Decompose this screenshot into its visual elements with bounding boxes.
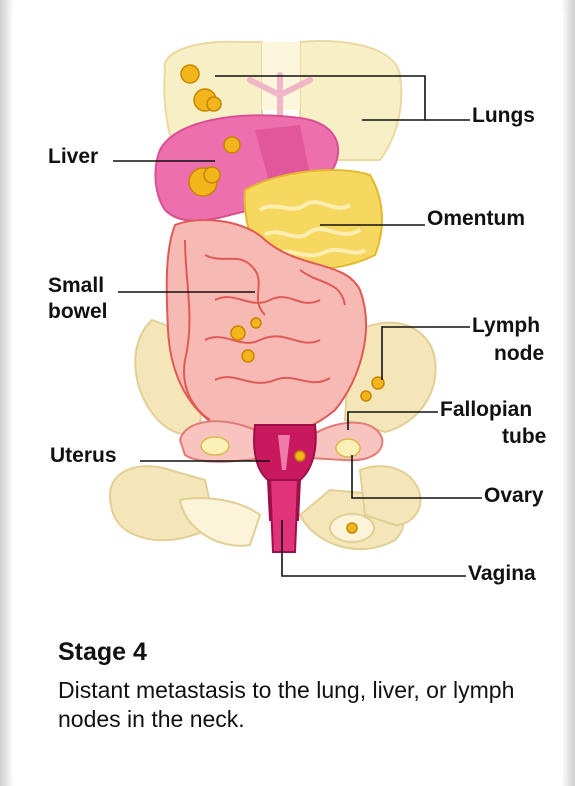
label-lymph-node-line1: Lymph [472,314,540,338]
label-small-bowel-line2: bowel [48,300,108,324]
label-fallopian-line1: Fallopian [440,398,532,422]
label-vagina: Vagina [468,562,536,586]
label-ovary: Ovary [484,484,544,508]
label-small-bowel-line1: Small [48,274,104,298]
caption-title: Stage 4 [58,638,147,667]
label-lungs: Lungs [472,104,535,128]
label-fallopian-line2: tube [502,425,546,449]
uterus-organ [254,425,316,552]
label-uterus: Uterus [50,444,117,468]
label-lymph-node-line2: node [494,342,544,366]
label-omentum: Omentum [427,207,525,231]
label-liver: Liver [48,145,98,169]
caption-text: Distant metastasis to the lung, liver, o… [58,676,548,734]
